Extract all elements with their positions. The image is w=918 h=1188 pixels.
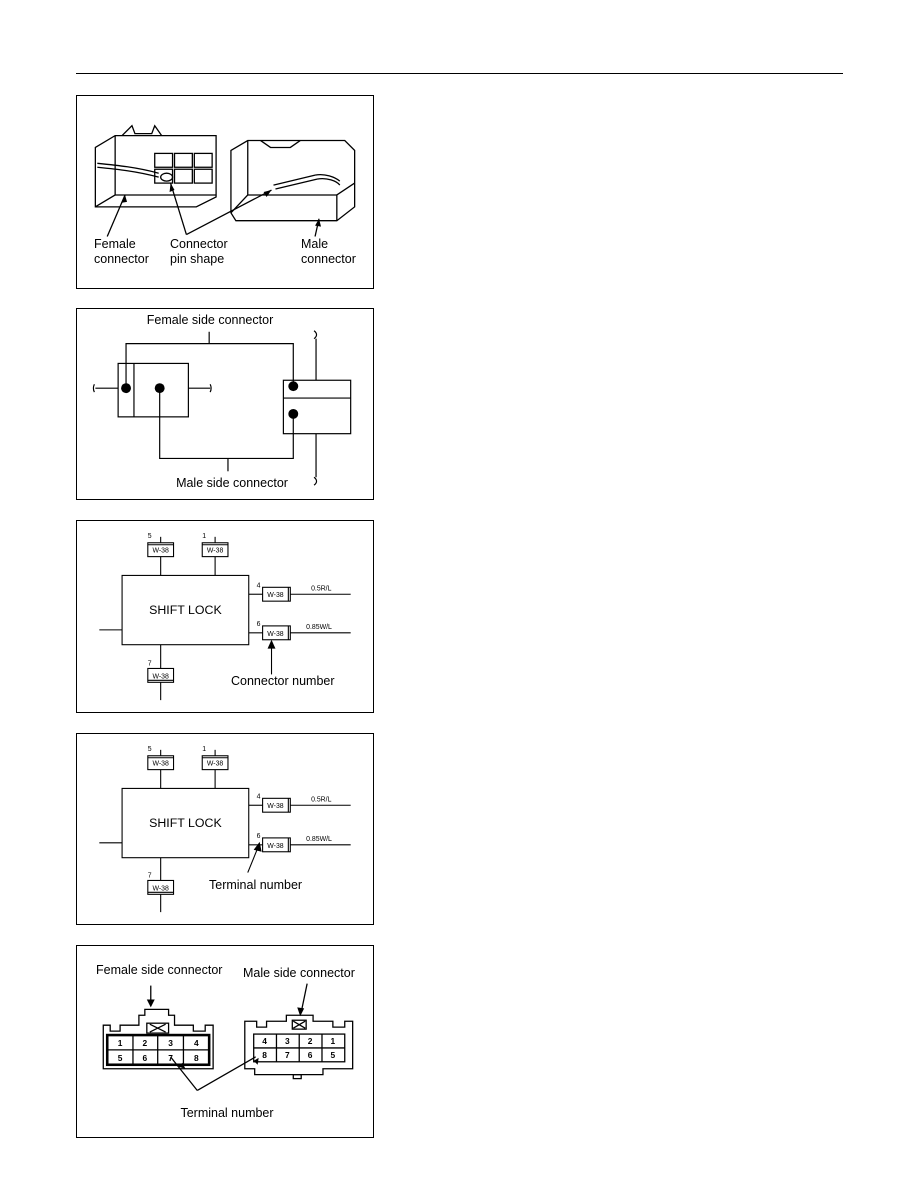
connector-code-right-top: W-38: [267, 592, 284, 599]
male-terminal-4: 4: [262, 1036, 267, 1046]
shift-lock-diagram-connector: W-38 W-38 W-38 W-38 W-38 5 1 4 6 7 0.5R/…: [99, 533, 351, 701]
wire-label-bottom: 0.85W/L: [306, 624, 332, 631]
female-terminal-2: 2: [142, 1038, 147, 1048]
female-side-connector-label: Female side connector: [96, 963, 223, 977]
pin-number-top-right: 1: [202, 746, 206, 753]
wire-label-top: 0.5R/L: [311, 585, 332, 592]
wire-label-bottom: 0.85W/L: [306, 836, 332, 843]
figure-terminal-number: W-38 W-38 W-38 W-38 W-38 5 1 4 6 7 0.5R/…: [76, 733, 374, 925]
connector-code-right-bottom: W-38: [267, 631, 284, 638]
female-terminal-4: 4: [194, 1038, 199, 1048]
connector-number-callout: Connector number: [231, 674, 335, 688]
pin-number-top-left: 5: [148, 746, 152, 753]
female-terminal-6: 6: [142, 1053, 147, 1063]
male-side-connector-label: Male side connector: [176, 476, 288, 490]
female-terminal-3: 3: [168, 1038, 173, 1048]
pin-number-top-right: 1: [202, 533, 206, 540]
pin-number-top-left: 5: [148, 533, 152, 540]
figure-terminal-layout: 1 2 3 4 5 6 7 8 4 3 2 1 8 7 6 5 Female s…: [76, 945, 374, 1138]
terminal-layout-diagram: 1 2 3 4 5 6 7 8 4 3 2 1 8 7 6 5: [102, 983, 354, 1092]
male-terminal-5: 5: [331, 1050, 336, 1060]
connector-code-bottom: W-38: [152, 673, 169, 680]
figure-connector-number: W-38 W-38 W-38 W-38 W-38 5 1 4 6 7 0.5R/…: [76, 520, 374, 713]
wire-label-top: 0.5R/L: [311, 796, 332, 803]
connector-code-right-bottom: W-38: [267, 843, 284, 850]
connector-code-top-right: W-38: [207, 761, 224, 768]
male-terminal-2: 2: [308, 1036, 313, 1046]
connector-illustration: [94, 124, 356, 237]
male-terminal-6: 6: [308, 1050, 313, 1060]
connector-code-top-left: W-38: [152, 761, 169, 768]
terminal-number-callout: Terminal number: [209, 878, 303, 892]
female-terminal-1: 1: [118, 1038, 123, 1048]
pin-number-bottom: 7: [148, 660, 152, 667]
connector-code-top-right: W-38: [207, 548, 224, 555]
pin-number-right-bottom: 6: [257, 621, 261, 628]
female-terminal-7: 7: [168, 1053, 173, 1063]
connector-code-bottom: W-38: [152, 885, 169, 892]
pin-number-right-top: 4: [257, 793, 261, 800]
male-terminal-7: 7: [285, 1050, 290, 1060]
male-terminal-8: 8: [262, 1050, 267, 1060]
header-rule: [76, 73, 843, 74]
shift-lock-title: SHIFT LOCK: [149, 816, 222, 830]
shift-lock-diagram-terminal: W-38 W-38 W-38 W-38 W-38 5 1 4 6 7 0.5R/…: [99, 746, 351, 913]
pin-number-bottom: 7: [148, 872, 152, 879]
shift-lock-title: SHIFT LOCK: [149, 603, 222, 617]
terminal-number-label: Terminal number: [180, 1106, 274, 1120]
connector-code-right-top: W-38: [267, 803, 284, 810]
pin-number-right-bottom: 6: [257, 833, 261, 840]
male-side-connector-label: Male side connector: [243, 966, 355, 980]
side-connector-diagram: [92, 330, 352, 486]
male-terminal-1: 1: [331, 1036, 336, 1046]
female-side-connector-label: Female side connector: [146, 313, 274, 327]
male-terminal-3: 3: [285, 1036, 290, 1046]
pin-number-right-top: 4: [257, 582, 261, 589]
female-terminal-5: 5: [118, 1053, 123, 1063]
figure-side-connectors: Female side connector Male side connecto…: [76, 308, 374, 500]
connector-code-top-left: W-38: [152, 548, 169, 555]
female-terminal-8: 8: [194, 1053, 199, 1063]
